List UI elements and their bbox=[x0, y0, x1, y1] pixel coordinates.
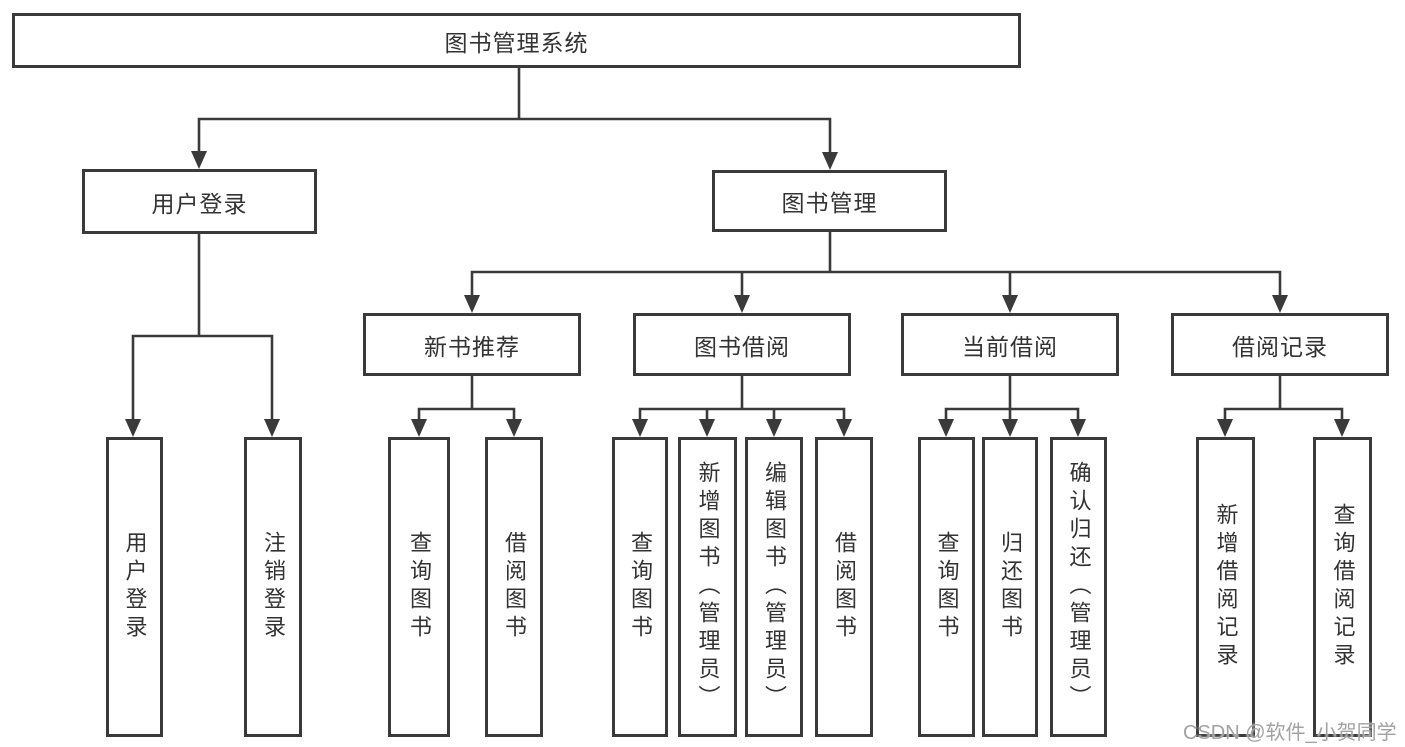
node-return-book: 归还图书 bbox=[982, 437, 1038, 737]
node-borrowing-borrow-book: 借阅图书 bbox=[815, 437, 873, 737]
node-recommend-borrow-book: 借阅图书 bbox=[485, 437, 543, 737]
node-user-login-leaf: 用户登录 bbox=[106, 437, 163, 737]
node-new-book-recommend: 新书推荐 bbox=[363, 313, 581, 376]
node-book-management-branch: 图书管理 bbox=[712, 170, 947, 232]
node-borrowing-query-book: 查询图书 bbox=[612, 437, 668, 737]
node-recommend-query-book: 查询图书 bbox=[388, 437, 450, 737]
node-current-query-book: 查询图书 bbox=[918, 437, 975, 737]
node-query-borrow-record: 查询借阅记录 bbox=[1313, 437, 1372, 737]
node-edit-book-admin: 编辑图书（管理员） bbox=[745, 437, 803, 737]
node-logout-leaf: 注销登录 bbox=[244, 437, 302, 737]
node-book-borrowing: 图书借阅 bbox=[633, 313, 851, 376]
node-user-login-branch: 用户登录 bbox=[82, 169, 317, 234]
node-add-book-admin: 新增图书（管理员） bbox=[678, 437, 737, 737]
node-borrowing-records: 借阅记录 bbox=[1171, 313, 1389, 376]
node-current-borrowing: 当前借阅 bbox=[901, 313, 1119, 376]
node-confirm-return-admin: 确认归还（管理员） bbox=[1050, 437, 1107, 737]
watermark: CSDN @软件_小贺同学 bbox=[1183, 722, 1397, 744]
node-add-borrow-record: 新增借阅记录 bbox=[1196, 437, 1255, 737]
node-root-system: 图书管理系统 bbox=[12, 13, 1021, 68]
